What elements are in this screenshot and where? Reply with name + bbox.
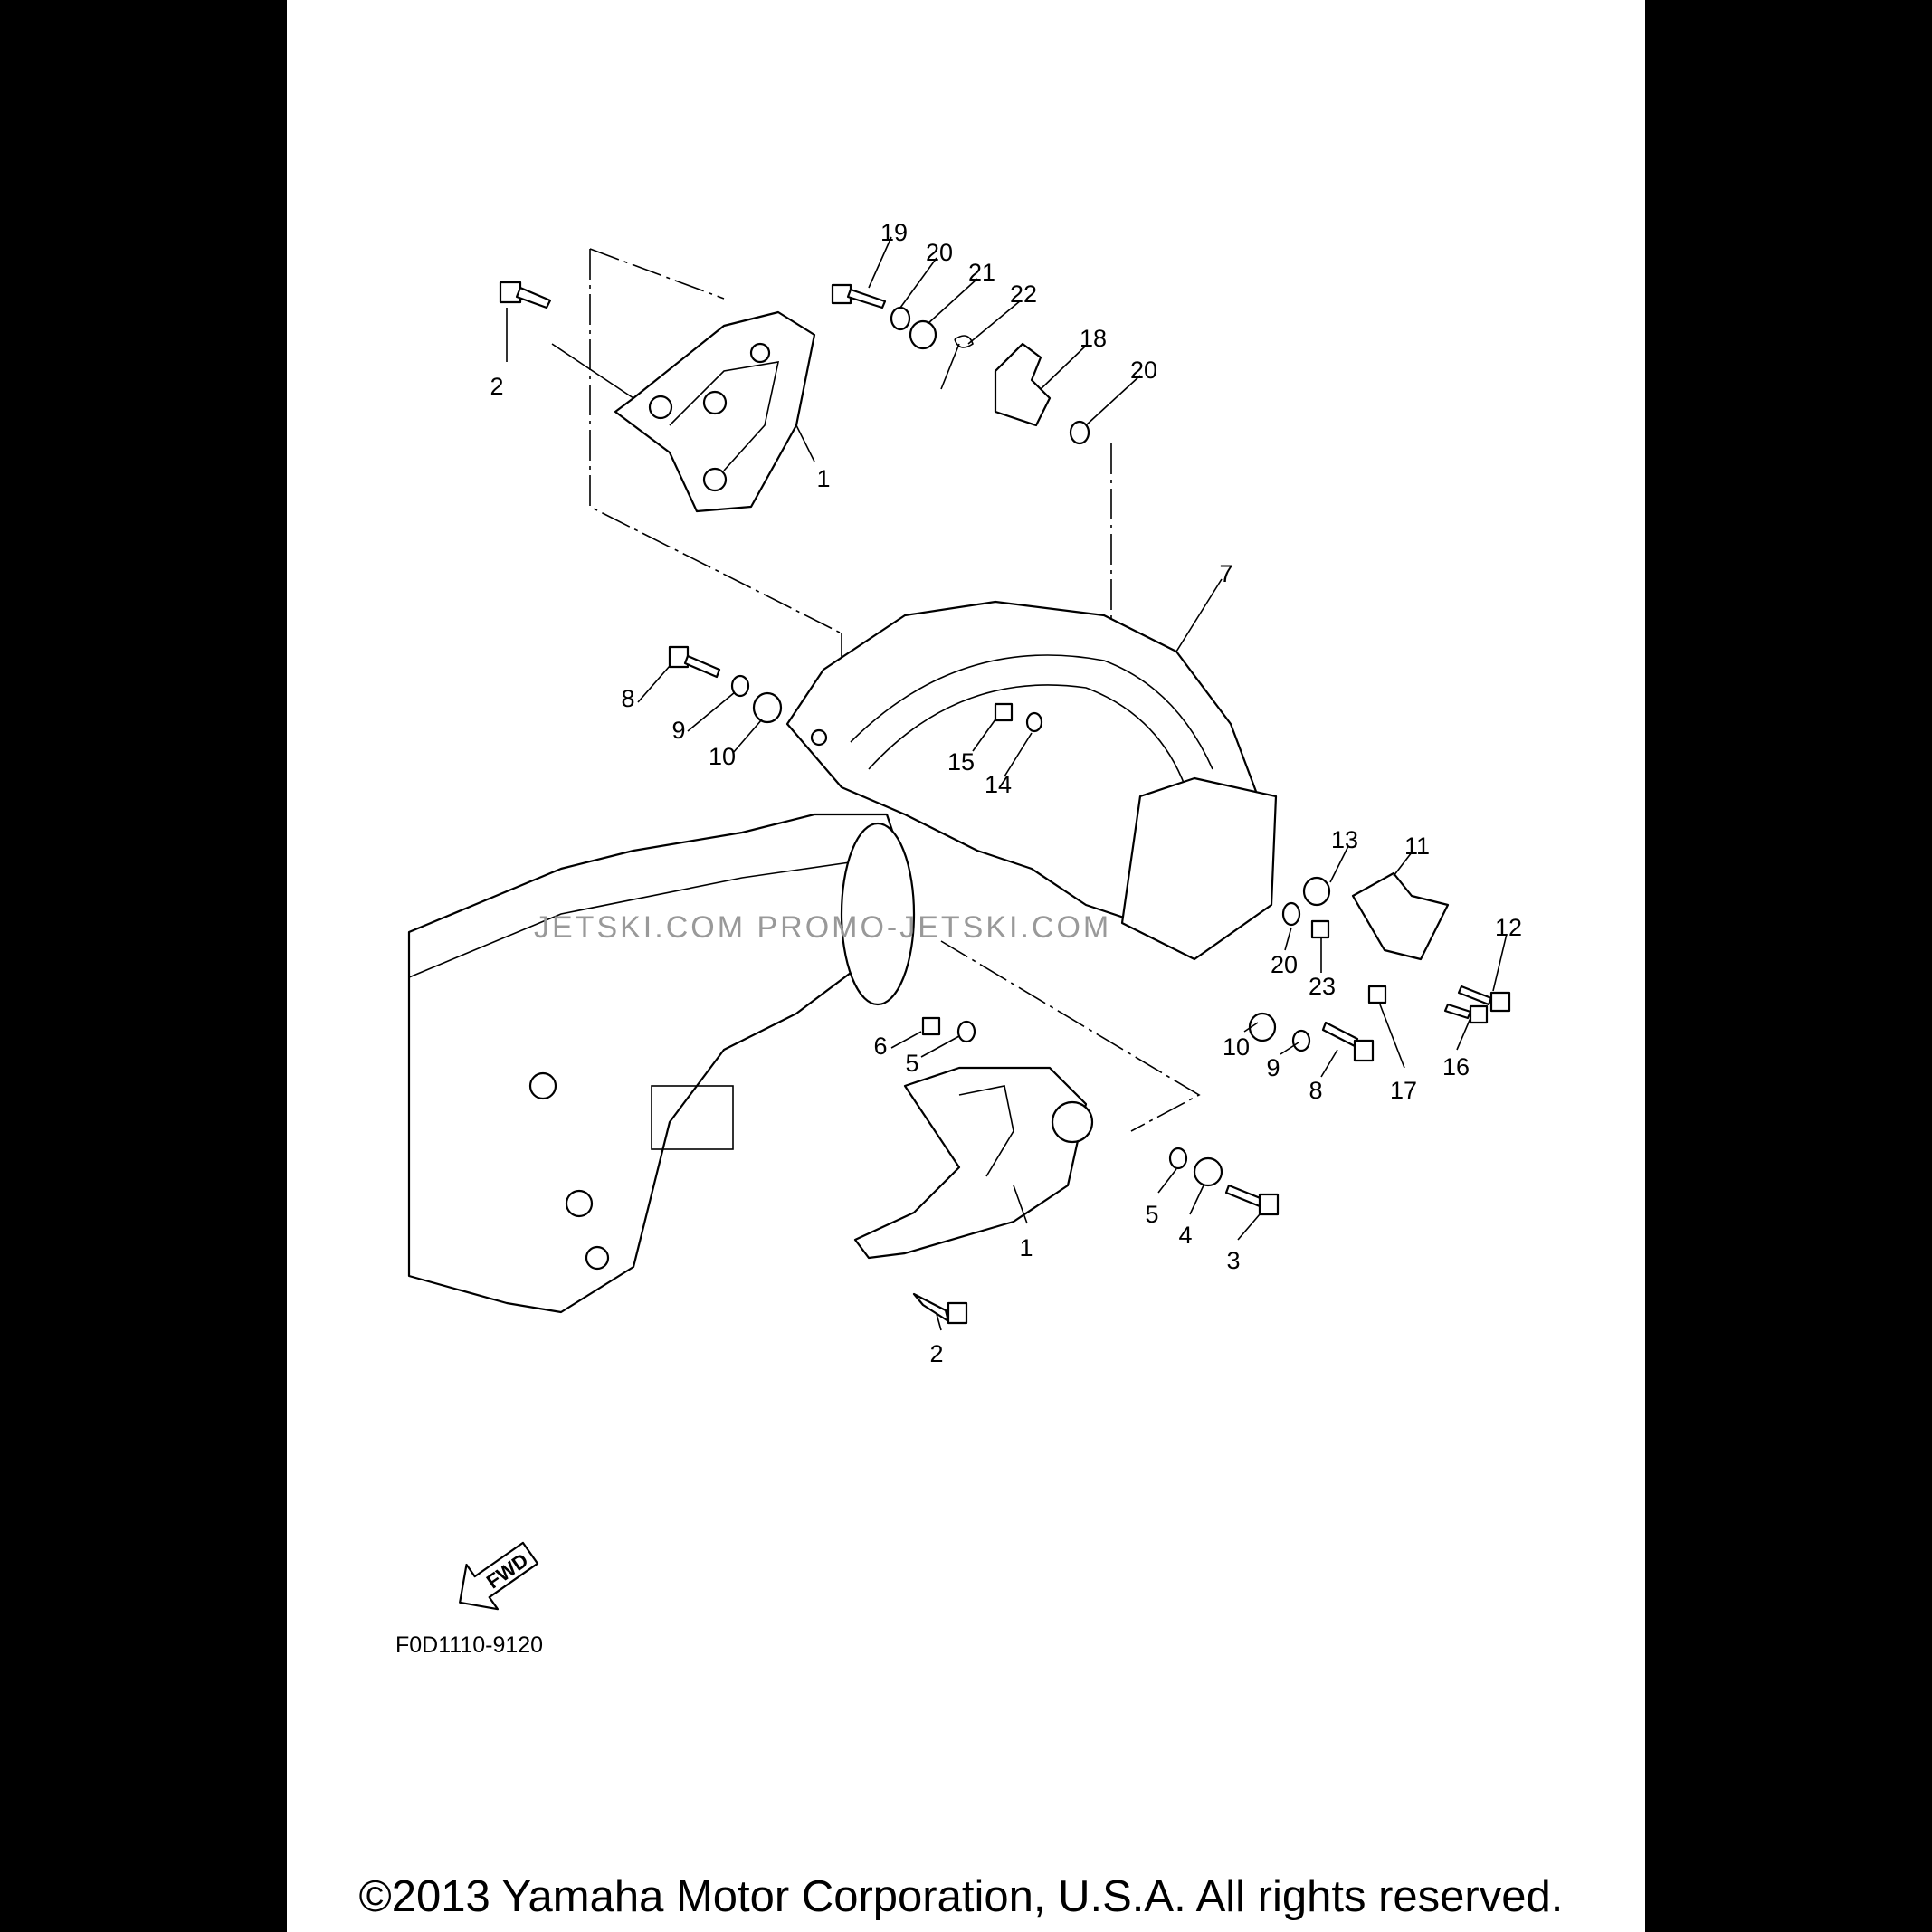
callout-3[interactable]: 3 xyxy=(1226,1247,1240,1274)
callout-16[interactable]: 16 xyxy=(1442,1053,1470,1080)
callout-10[interactable]: 10 xyxy=(709,743,736,770)
callout-5[interactable]: 5 xyxy=(905,1050,918,1077)
leader-lines xyxy=(506,236,1508,1331)
callout-5[interactable]: 5 xyxy=(1145,1201,1158,1228)
diagram-code: F0D1110-9120 xyxy=(395,1632,543,1658)
callout-21[interactable]: 21 xyxy=(968,259,995,286)
callout-8[interactable]: 8 xyxy=(1309,1077,1322,1104)
callout-11[interactable]: 11 xyxy=(1404,833,1430,860)
callout-17[interactable]: 17 xyxy=(1390,1077,1417,1104)
right-mount-hardware xyxy=(1248,871,1511,1062)
callout-20[interactable]: 20 xyxy=(1130,357,1157,384)
callout-9[interactable]: 9 xyxy=(671,717,685,744)
callout-14[interactable]: 14 xyxy=(985,771,1012,798)
callout-19[interactable]: 19 xyxy=(880,219,908,246)
callout-8[interactable]: 8 xyxy=(621,685,634,712)
callout-20[interactable]: 20 xyxy=(926,239,953,266)
callout-18[interactable]: 18 xyxy=(1080,325,1107,352)
callout-13[interactable]: 13 xyxy=(1331,826,1358,853)
callout-20[interactable]: 20 xyxy=(1271,951,1298,978)
callout-9[interactable]: 9 xyxy=(1266,1054,1280,1081)
copyright-notice: ©2013 Yamaha Motor Corporation, U.S.A. A… xyxy=(359,1872,1564,1921)
lower-hardware xyxy=(912,1016,1280,1325)
exhaust-pipe-housing xyxy=(785,600,1278,961)
callout-12[interactable]: 12 xyxy=(1495,914,1522,941)
engine-block xyxy=(407,813,916,1314)
callout-15[interactable]: 15 xyxy=(947,748,975,776)
callout-2[interactable]: 2 xyxy=(929,1340,943,1367)
callout-22[interactable]: 22 xyxy=(1010,281,1037,308)
bolt-2-upper xyxy=(499,281,552,309)
callout-10[interactable]: 10 xyxy=(1223,1033,1250,1061)
callout-1[interactable]: 1 xyxy=(816,465,830,492)
top-hardware xyxy=(831,283,1090,445)
callout-23[interactable]: 23 xyxy=(1309,973,1336,1000)
callout-7[interactable]: 7 xyxy=(1219,560,1232,587)
callout-6[interactable]: 6 xyxy=(873,1033,887,1060)
callout-2[interactable]: 2 xyxy=(490,373,503,400)
upper-engine-mount-bracket xyxy=(614,310,816,513)
watermark-text: JETSKI.COM PROMO-JETSKI.COM xyxy=(534,910,1111,945)
left-mount-hardware xyxy=(668,645,1043,733)
lower-engine-mount-bracket xyxy=(853,1066,1094,1260)
fwd-arrow-icon: FWD xyxy=(459,1541,539,1611)
callout-1[interactable]: 1 xyxy=(1019,1234,1033,1261)
callout-4[interactable]: 4 xyxy=(1178,1222,1192,1249)
